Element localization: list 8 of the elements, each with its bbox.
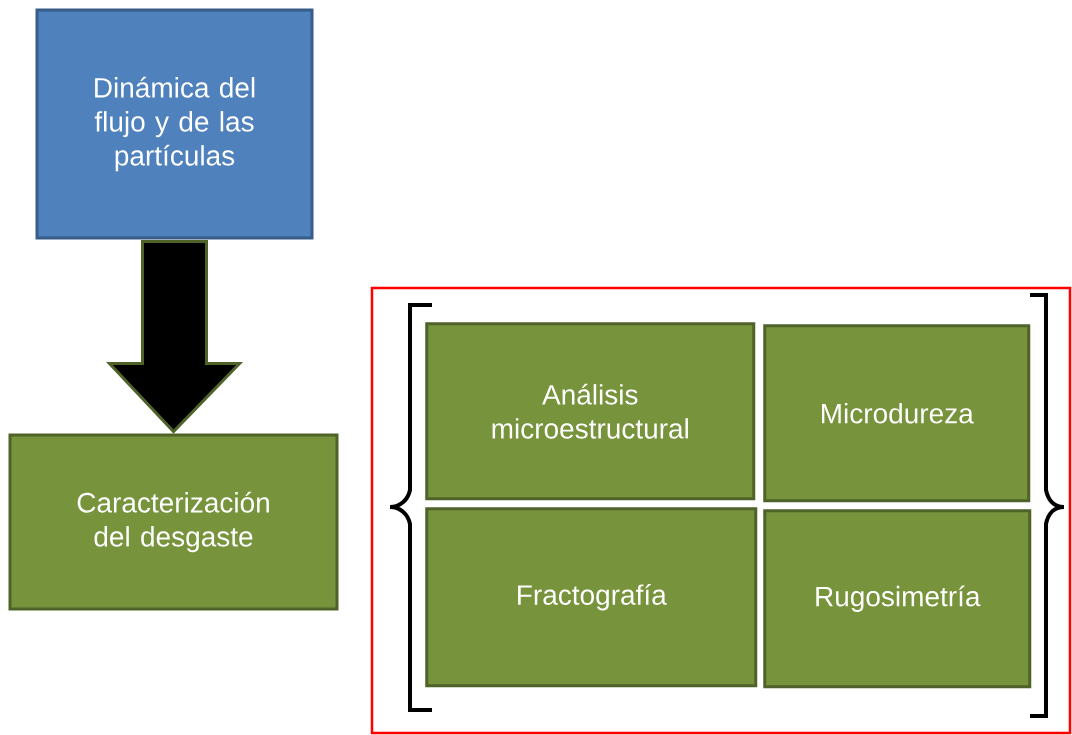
process-box: Dinámica del flujo y de las partículas xyxy=(35,8,314,240)
process-box: Microdureza xyxy=(763,324,1031,503)
group-frame xyxy=(370,286,1072,735)
block-arrow xyxy=(106,240,244,434)
process-box: Caracterización del desgaste xyxy=(8,433,339,611)
process-box: Rugosimetría xyxy=(763,509,1032,689)
process-box: Fractografía xyxy=(425,507,758,688)
process-box: Análisis microestructural xyxy=(425,322,756,501)
